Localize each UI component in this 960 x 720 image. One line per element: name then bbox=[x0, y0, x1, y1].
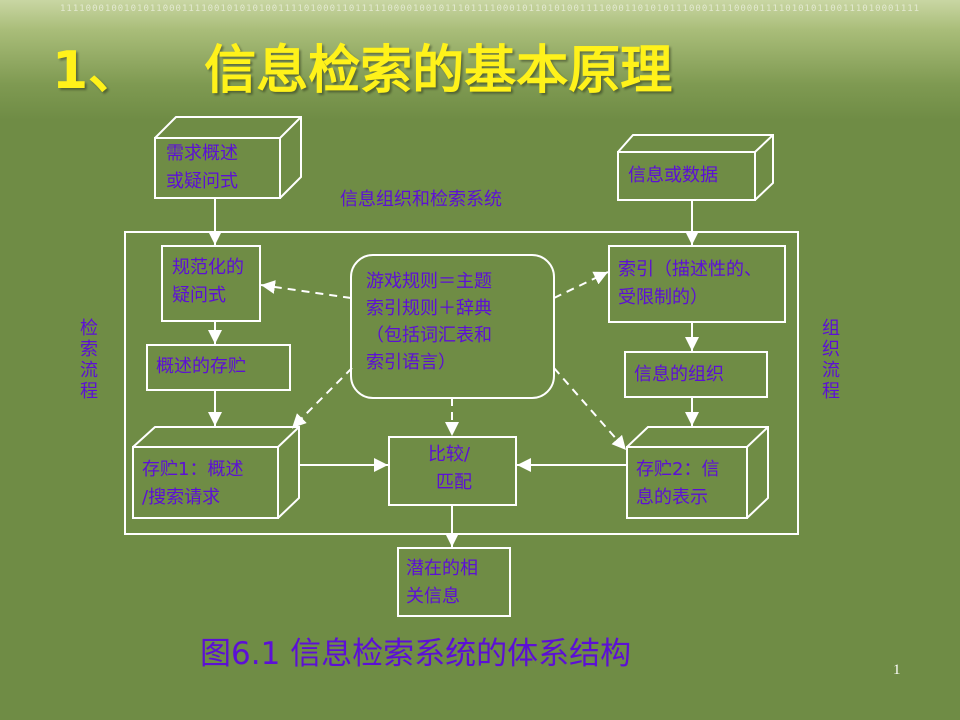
result-line1: 潜在的相 bbox=[406, 558, 478, 579]
binary-decoration: 1111000100101011000111100101010100111101… bbox=[60, 4, 920, 14]
normalized-query-box bbox=[161, 245, 261, 322]
normalized-query-line1: 规范化的 bbox=[172, 257, 244, 278]
dashed-arrow-rules-to-store2 bbox=[553, 367, 627, 451]
system-frame bbox=[124, 231, 799, 535]
normalized-query-line2: 疑问式 bbox=[172, 285, 226, 306]
desc-store-text: 概述的存贮 bbox=[156, 353, 246, 381]
need-line1: 需求概述 bbox=[166, 143, 238, 164]
dashed-arrow-rules-to-index bbox=[553, 271, 609, 299]
desc-store-line1: 概述的存贮 bbox=[156, 356, 246, 377]
store1-text: 存贮1：概述 /搜索请求 bbox=[142, 456, 243, 512]
info-data-box bbox=[617, 134, 774, 201]
need-line2: 或疑问式 bbox=[166, 171, 238, 192]
rules-line1: 游戏规则＝主题 bbox=[366, 271, 492, 292]
desc-store-box bbox=[146, 344, 291, 391]
left-side-label: 检索流程 bbox=[80, 318, 98, 402]
result-box bbox=[397, 547, 511, 617]
index-text: 索引（描述性的、 受限制的） bbox=[618, 256, 762, 312]
result-line2: 关信息 bbox=[406, 586, 460, 607]
title-text: 信息检索的基本原理 bbox=[204, 41, 673, 101]
index-box bbox=[608, 245, 786, 323]
right-side-label: 组织流程 bbox=[822, 318, 840, 402]
info-org-box bbox=[624, 351, 768, 398]
system-label: 信息组织和检索系统 bbox=[340, 189, 502, 210]
compare-line1: 比较/ bbox=[428, 444, 471, 465]
need-box bbox=[154, 116, 302, 199]
figure-caption: 图6.1 信息检索系统的体系结构 bbox=[200, 636, 632, 672]
store2-box bbox=[626, 426, 769, 519]
compare-line2: 匹配 bbox=[436, 472, 472, 493]
info-org-text: 信息的组织 bbox=[634, 361, 724, 389]
info-data-line1: 信息或数据 bbox=[628, 165, 718, 186]
index-line2: 受限制的） bbox=[618, 287, 708, 308]
store1-line2: /搜索请求 bbox=[142, 487, 221, 508]
store2-text: 存贮2：信 息的表示 bbox=[636, 456, 719, 512]
title-number: 1、 bbox=[52, 41, 141, 101]
index-line1: 索引（描述性的、 bbox=[618, 259, 762, 280]
store2-line2: 息的表示 bbox=[636, 487, 708, 508]
header-decoration: 1111000100101011000111100101010100111101… bbox=[0, 0, 960, 120]
compare-text: 比较/ 匹配 bbox=[428, 441, 472, 497]
need-text: 需求概述 或疑问式 bbox=[166, 140, 238, 196]
dashed-arrow-rules-to-store1 bbox=[291, 367, 353, 429]
rules-line4: 索引语言） bbox=[366, 352, 456, 373]
store2-line1: 存贮2：信 bbox=[636, 459, 720, 480]
rules-line3: （包括词汇表和 bbox=[366, 325, 492, 346]
page-number: 1 bbox=[893, 662, 901, 678]
info-org-line1: 信息的组织 bbox=[634, 364, 724, 385]
rules-line2: 索引规则＋辞典 bbox=[366, 298, 492, 319]
info-data-text: 信息或数据 bbox=[628, 162, 718, 190]
result-text: 潜在的相 关信息 bbox=[406, 555, 478, 611]
normalized-query-text: 规范化的 疑问式 bbox=[172, 254, 244, 310]
rules-text: 游戏规则＝主题 索引规则＋辞典 （包括词汇表和 索引语言） bbox=[366, 268, 492, 376]
store1-line1: 存贮1：概述 bbox=[142, 459, 244, 480]
slide-title: 1、 信息检索的基本原理 bbox=[52, 36, 672, 106]
dashed-arrow-rules-to-query bbox=[260, 280, 352, 299]
